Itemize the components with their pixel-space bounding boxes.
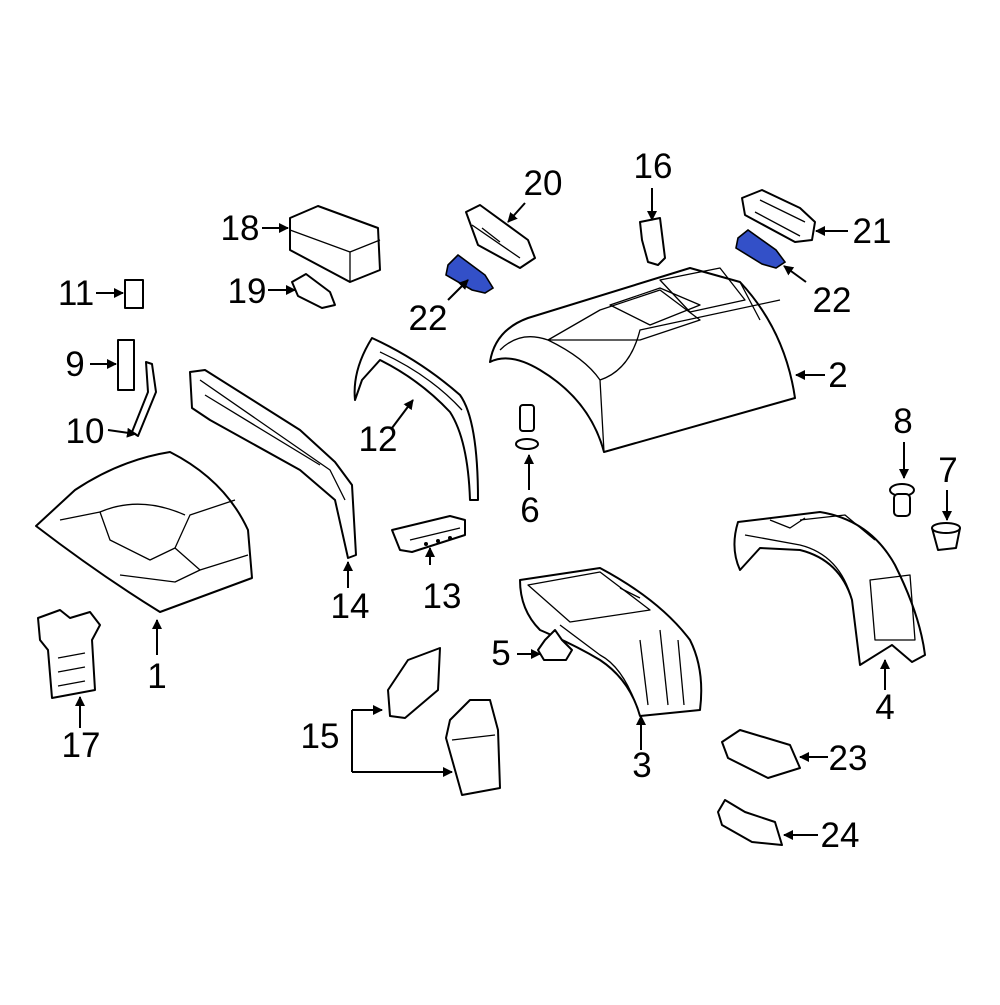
callout-22-left: 22: [409, 299, 448, 338]
part-15-guards[interactable]: [387, 647, 501, 796]
callout-3: 3: [632, 746, 651, 785]
part-18-lamp-housing[interactable]: [289, 205, 381, 283]
callout-7: 7: [938, 451, 957, 490]
part-8-fastener[interactable]: [889, 483, 915, 517]
callout-14: 14: [331, 587, 370, 626]
part-24-cover[interactable]: [717, 799, 783, 846]
callout-2: 2: [828, 356, 847, 395]
part-9-strip[interactable]: [117, 339, 135, 391]
callout-4: 4: [875, 688, 894, 727]
part-21-lamp[interactable]: [741, 189, 816, 243]
callout-13: 13: [423, 577, 462, 616]
callout-20: 20: [524, 164, 563, 203]
callout-19: 19: [228, 272, 267, 311]
callout-17: 17: [62, 726, 101, 765]
part-16-plate[interactable]: [639, 217, 666, 266]
callout-11: 11: [58, 274, 94, 313]
callout-5: 5: [491, 634, 510, 673]
part-11-pad[interactable]: [124, 279, 144, 309]
callout-1: 1: [147, 657, 166, 696]
part-10-strip[interactable]: [131, 361, 157, 437]
part-19-bulb[interactable]: [291, 273, 336, 309]
part-6-fastener[interactable]: [515, 404, 539, 450]
part-22-bulb-left[interactable]: [445, 253, 495, 294]
part-2-wheelhouse-cover[interactable]: [489, 267, 796, 453]
part-7-cap[interactable]: [931, 522, 961, 551]
callout-22-right: 22: [813, 281, 852, 320]
part-23-cover[interactable]: [721, 729, 801, 779]
callout-12: 12: [359, 420, 398, 459]
callout-23: 23: [829, 739, 868, 778]
callout-16: 16: [634, 147, 673, 186]
part-20-lamp[interactable]: [465, 204, 536, 269]
callout-8: 8: [893, 402, 912, 441]
callout-10: 10: [66, 412, 105, 451]
part-12-arch-trim[interactable]: [353, 337, 479, 501]
part-14-rail[interactable]: [189, 369, 357, 559]
callout-6: 6: [520, 491, 539, 530]
part-17-bracket[interactable]: [37, 609, 101, 699]
part-3-liner-center[interactable]: [519, 567, 703, 717]
part-4-liner-right[interactable]: [733, 511, 926, 666]
callout-9: 9: [65, 345, 84, 384]
part-1-floor-panel[interactable]: [35, 451, 253, 613]
callout-15: 15: [301, 717, 340, 756]
part-22-bulb-right[interactable]: [735, 228, 787, 269]
callout-21: 21: [853, 212, 892, 251]
leader-lines: [75, 188, 952, 840]
callout-24: 24: [821, 816, 860, 855]
part-13-bracket[interactable]: [391, 515, 466, 553]
callout-18: 18: [221, 209, 260, 248]
